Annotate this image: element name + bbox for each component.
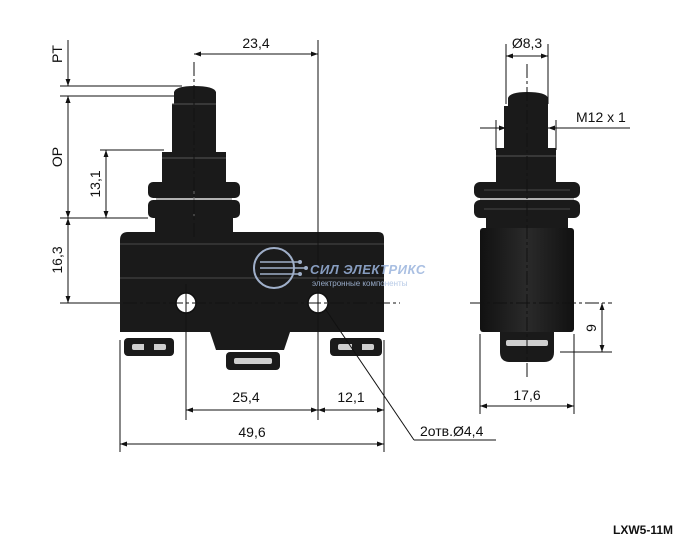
side-plunger-cap [508,92,548,106]
terminal-center [226,352,280,370]
label-49-6: 49,6 [238,424,265,440]
label-16-3: 16,3 [49,246,65,273]
watermark-logo: СИЛ ЭЛЕКТРИКС электронные компоненты [253,247,426,289]
terminal-left [124,338,174,356]
label-13-1: 13,1 [87,170,103,197]
watermark-subtitle: электронные компоненты [312,279,408,288]
label-thread: M12 x 1 [576,109,626,125]
side-bushing [496,148,556,182]
watermark-title: СИЛ ЭЛЕКТРИКС [310,262,426,277]
front-view [120,86,384,370]
label-dia-8-3: Ø8,3 [512,35,543,51]
label-op: OP [49,147,65,167]
front-centerlines [100,40,400,452]
side-plunger [504,106,548,148]
hole-leader [325,309,496,441]
model-label: LXW5-11M [612,523,673,537]
label-9: 9 [583,324,599,332]
left-dimension-lines [60,40,182,304]
label-pt: PT [49,45,65,63]
label-holes: 2отв.Ø4,4 [420,423,484,439]
front-body [120,232,384,350]
terminal-right [330,338,382,356]
label-25-4: 25,4 [232,389,259,405]
label-12-1: 12,1 [337,389,364,405]
front-plunger-cap [174,86,216,104]
bottom-dimension-lines [120,407,384,447]
side-dimension-lines [470,44,630,414]
label-23-4: 23,4 [242,35,269,51]
label-17-6: 17,6 [513,387,540,403]
